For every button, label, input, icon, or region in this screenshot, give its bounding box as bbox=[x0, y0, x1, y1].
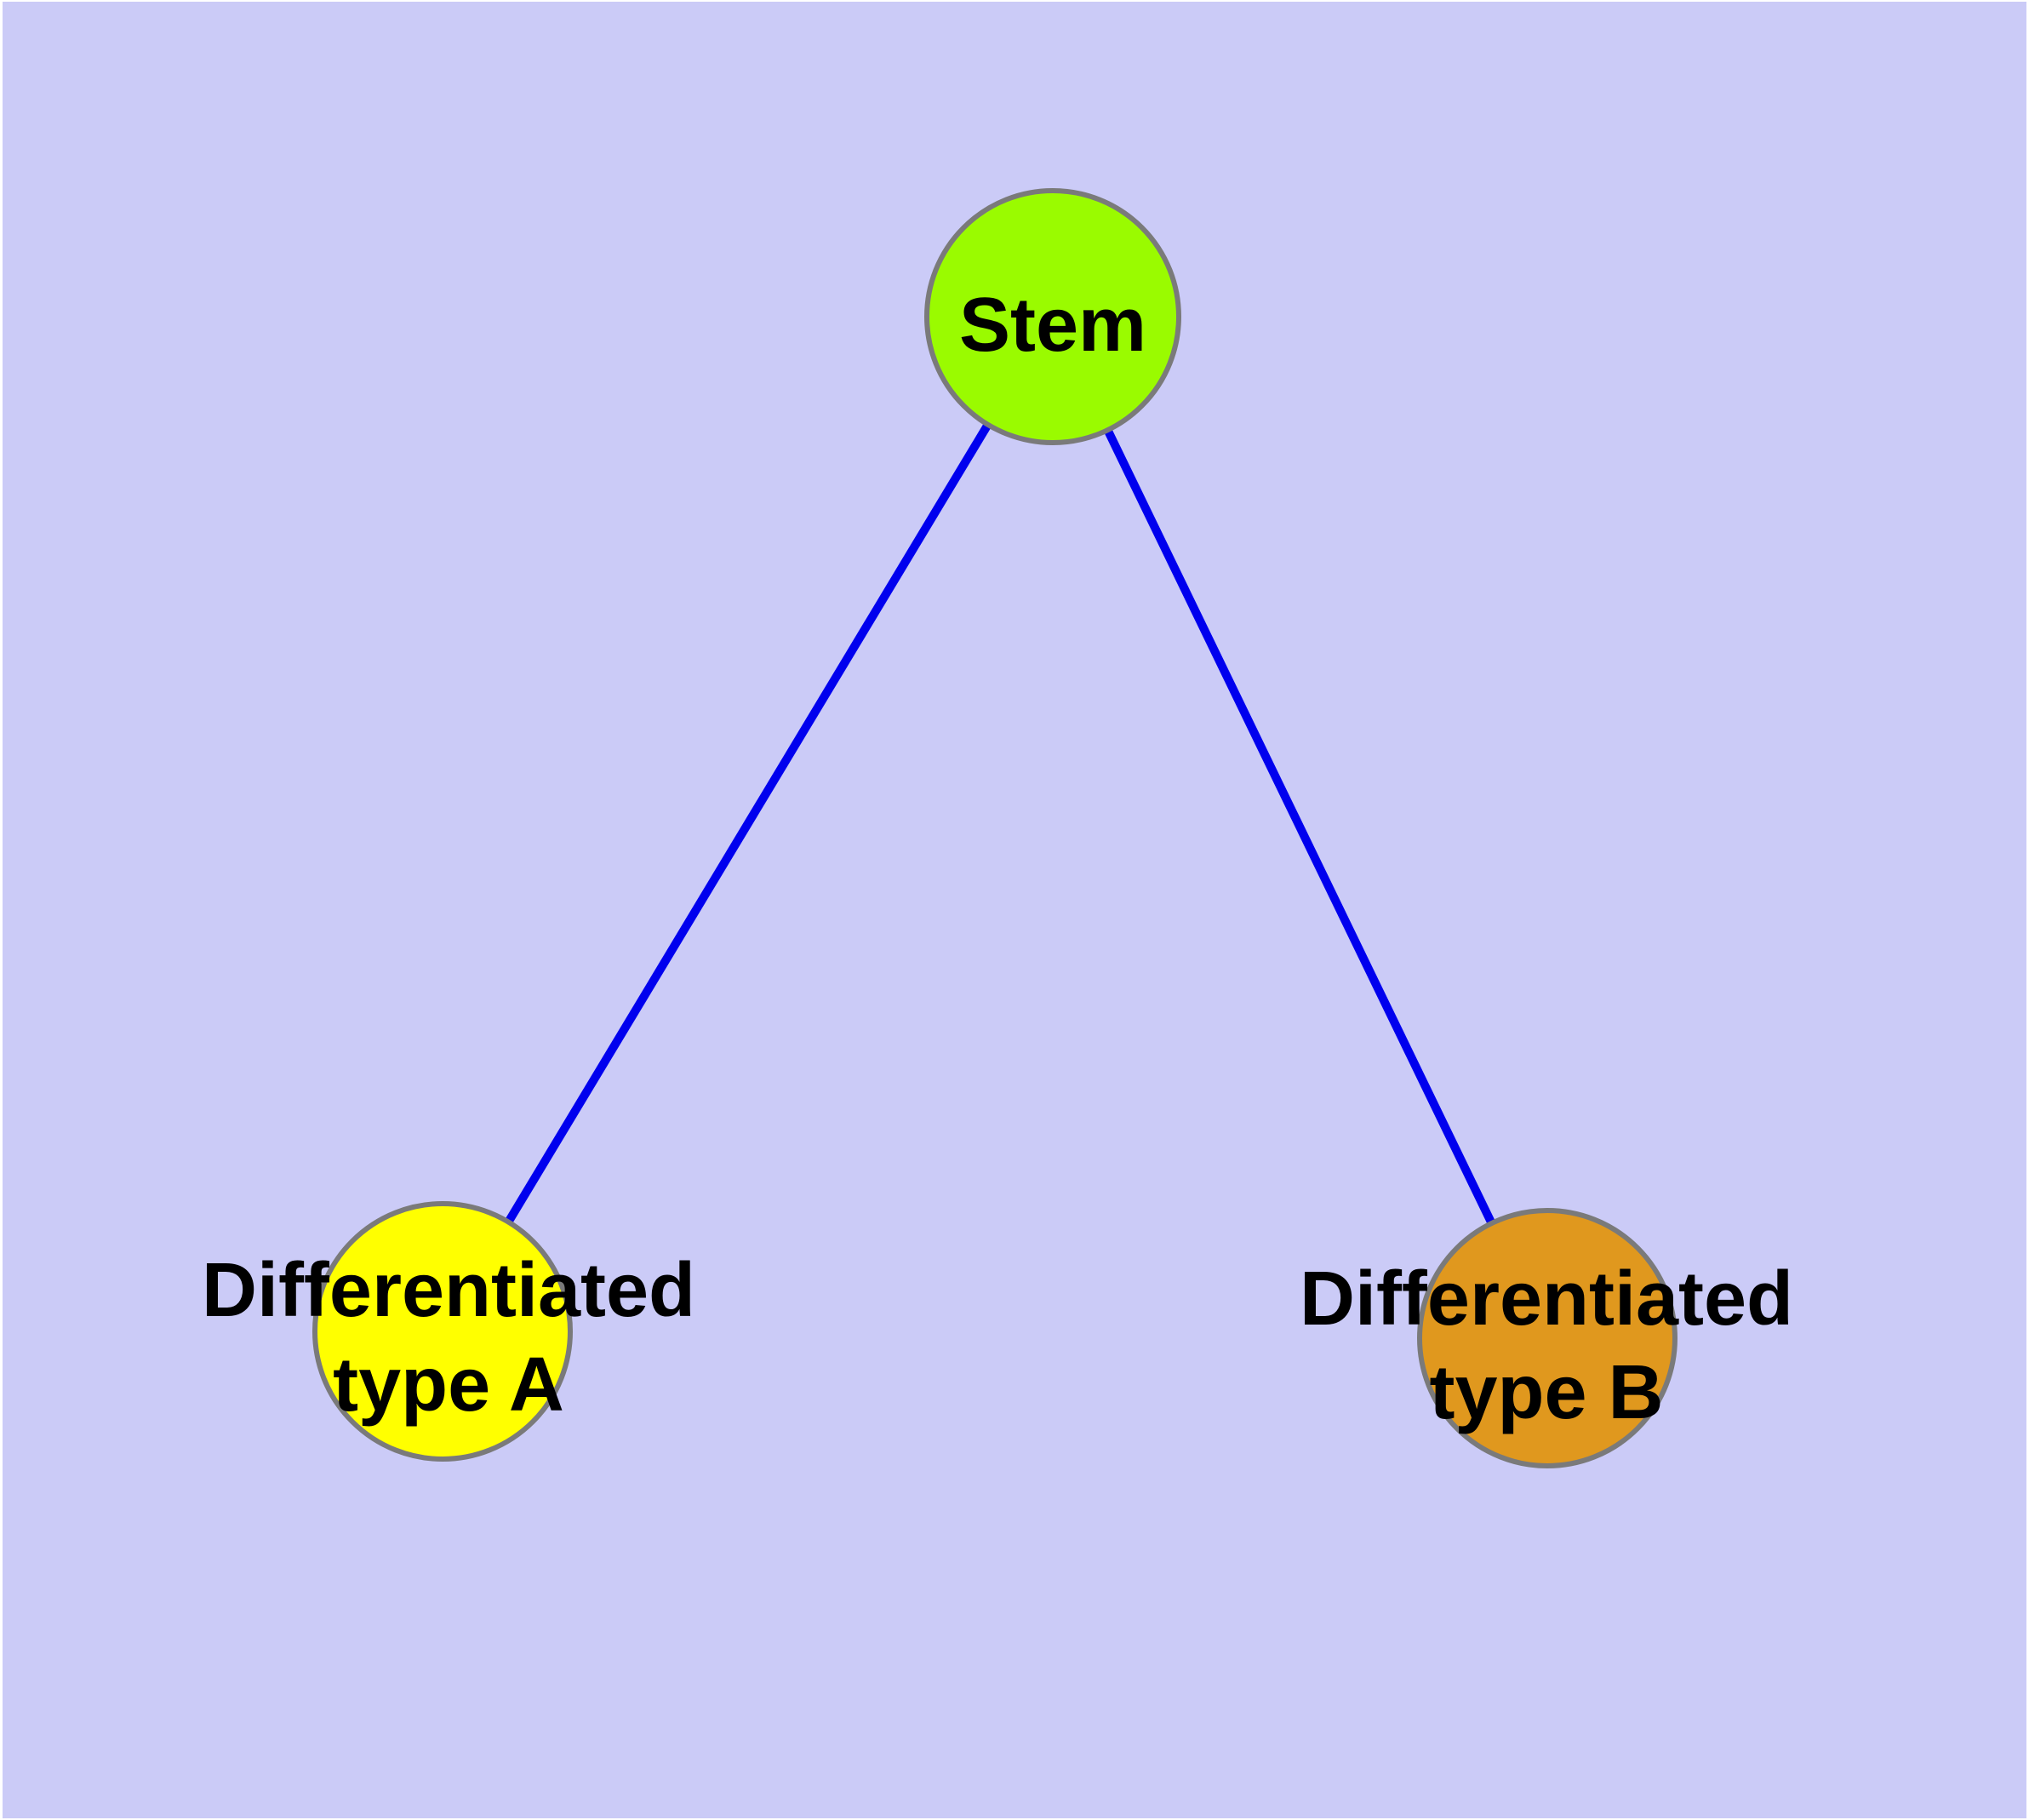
type-b-node-circle[interactable] bbox=[1417, 1208, 1677, 1468]
type-b-node-label-line2: type B bbox=[1429, 1350, 1663, 1435]
type-a-node-circle[interactable] bbox=[312, 1201, 573, 1462]
type-b-node-label-line1: Differentiated bbox=[1300, 1256, 1793, 1342]
node-stem[interactable]: Stem bbox=[924, 188, 1181, 445]
type-a-node-label-line2: type A bbox=[333, 1342, 564, 1428]
edge-layer bbox=[438, 314, 1552, 1341]
node-type-b[interactable]: Differentiated type B bbox=[1300, 1208, 1793, 1468]
stem-node-label: Stem bbox=[959, 283, 1146, 368]
node-type-a[interactable]: Differentiated type A bbox=[202, 1201, 695, 1462]
stem-node-circle[interactable] bbox=[924, 188, 1181, 445]
edge-stem-to-type-a bbox=[438, 314, 1057, 1334]
edge-stem-to-type-b bbox=[1049, 314, 1552, 1341]
type-a-node-label-line1: Differentiated bbox=[202, 1248, 695, 1333]
